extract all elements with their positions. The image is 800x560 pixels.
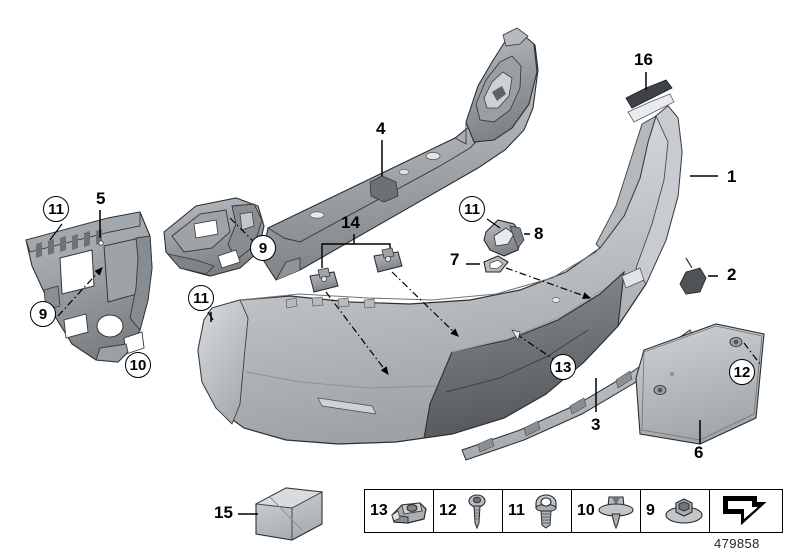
callout-10: 10 — [125, 352, 151, 378]
callout-14: 14 — [341, 213, 360, 232]
expanding-rivet-icon — [598, 496, 634, 530]
legend-cell-nut: 9 — [641, 490, 710, 532]
legend-cell-bolt: 11 — [503, 490, 572, 532]
callout-11-left: 11 — [43, 196, 69, 222]
part-mid-bracket — [163, 197, 265, 277]
callout-2: 2 — [727, 265, 737, 284]
part-cap-plug — [679, 257, 707, 295]
part-gasket — [483, 255, 509, 273]
legend-cell-direction-arrow — [710, 490, 782, 532]
hex-nut-washer-icon — [665, 498, 703, 524]
part-clip-pair-14 — [309, 247, 403, 293]
part-foam-block — [254, 487, 324, 541]
legend-label: 11 — [508, 502, 525, 519]
callout-8: 8 — [534, 224, 544, 243]
callout-9-mid: 9 — [250, 235, 276, 261]
direction-arrow-icon — [723, 496, 767, 526]
legend-cell-rivet: 10 — [572, 490, 641, 532]
part-impact-beam — [261, 27, 539, 281]
legend-cell-clip-nut: 13 — [365, 490, 434, 532]
callout-15: 15 — [214, 503, 233, 522]
hex-socket-bolt-icon — [535, 494, 557, 529]
legend-label: 10 — [577, 502, 595, 519]
hardware-legend: 13 12 11 — [364, 489, 783, 533]
clip-nut-icon — [391, 502, 427, 524]
diagram-id-number: 479858 — [714, 536, 760, 551]
callout-13: 13 — [550, 354, 576, 380]
callout-7: 7 — [450, 250, 460, 269]
part-left-side-bracket — [25, 211, 153, 363]
part-license-plate-holder — [635, 323, 765, 445]
callout-9-left: 9 — [30, 301, 56, 327]
legend-label: 13 — [370, 502, 388, 519]
callout-5: 5 — [96, 189, 106, 208]
callout-12: 12 — [729, 359, 755, 385]
legend-cell-screw: 12 — [434, 490, 503, 532]
callout-3: 3 — [591, 415, 601, 434]
legend-label: 12 — [439, 502, 457, 519]
callout-1: 1 — [727, 167, 737, 186]
callout-4: 4 — [376, 119, 386, 138]
screw-icon — [468, 494, 486, 530]
callout-11-cover: 11 — [188, 285, 214, 311]
callout-6: 6 — [694, 443, 704, 462]
callout-11-bracket: 11 — [459, 196, 485, 222]
part-mounting-bracket — [483, 219, 525, 257]
legend-label: 9 — [646, 502, 655, 519]
callout-16: 16 — [634, 50, 653, 69]
